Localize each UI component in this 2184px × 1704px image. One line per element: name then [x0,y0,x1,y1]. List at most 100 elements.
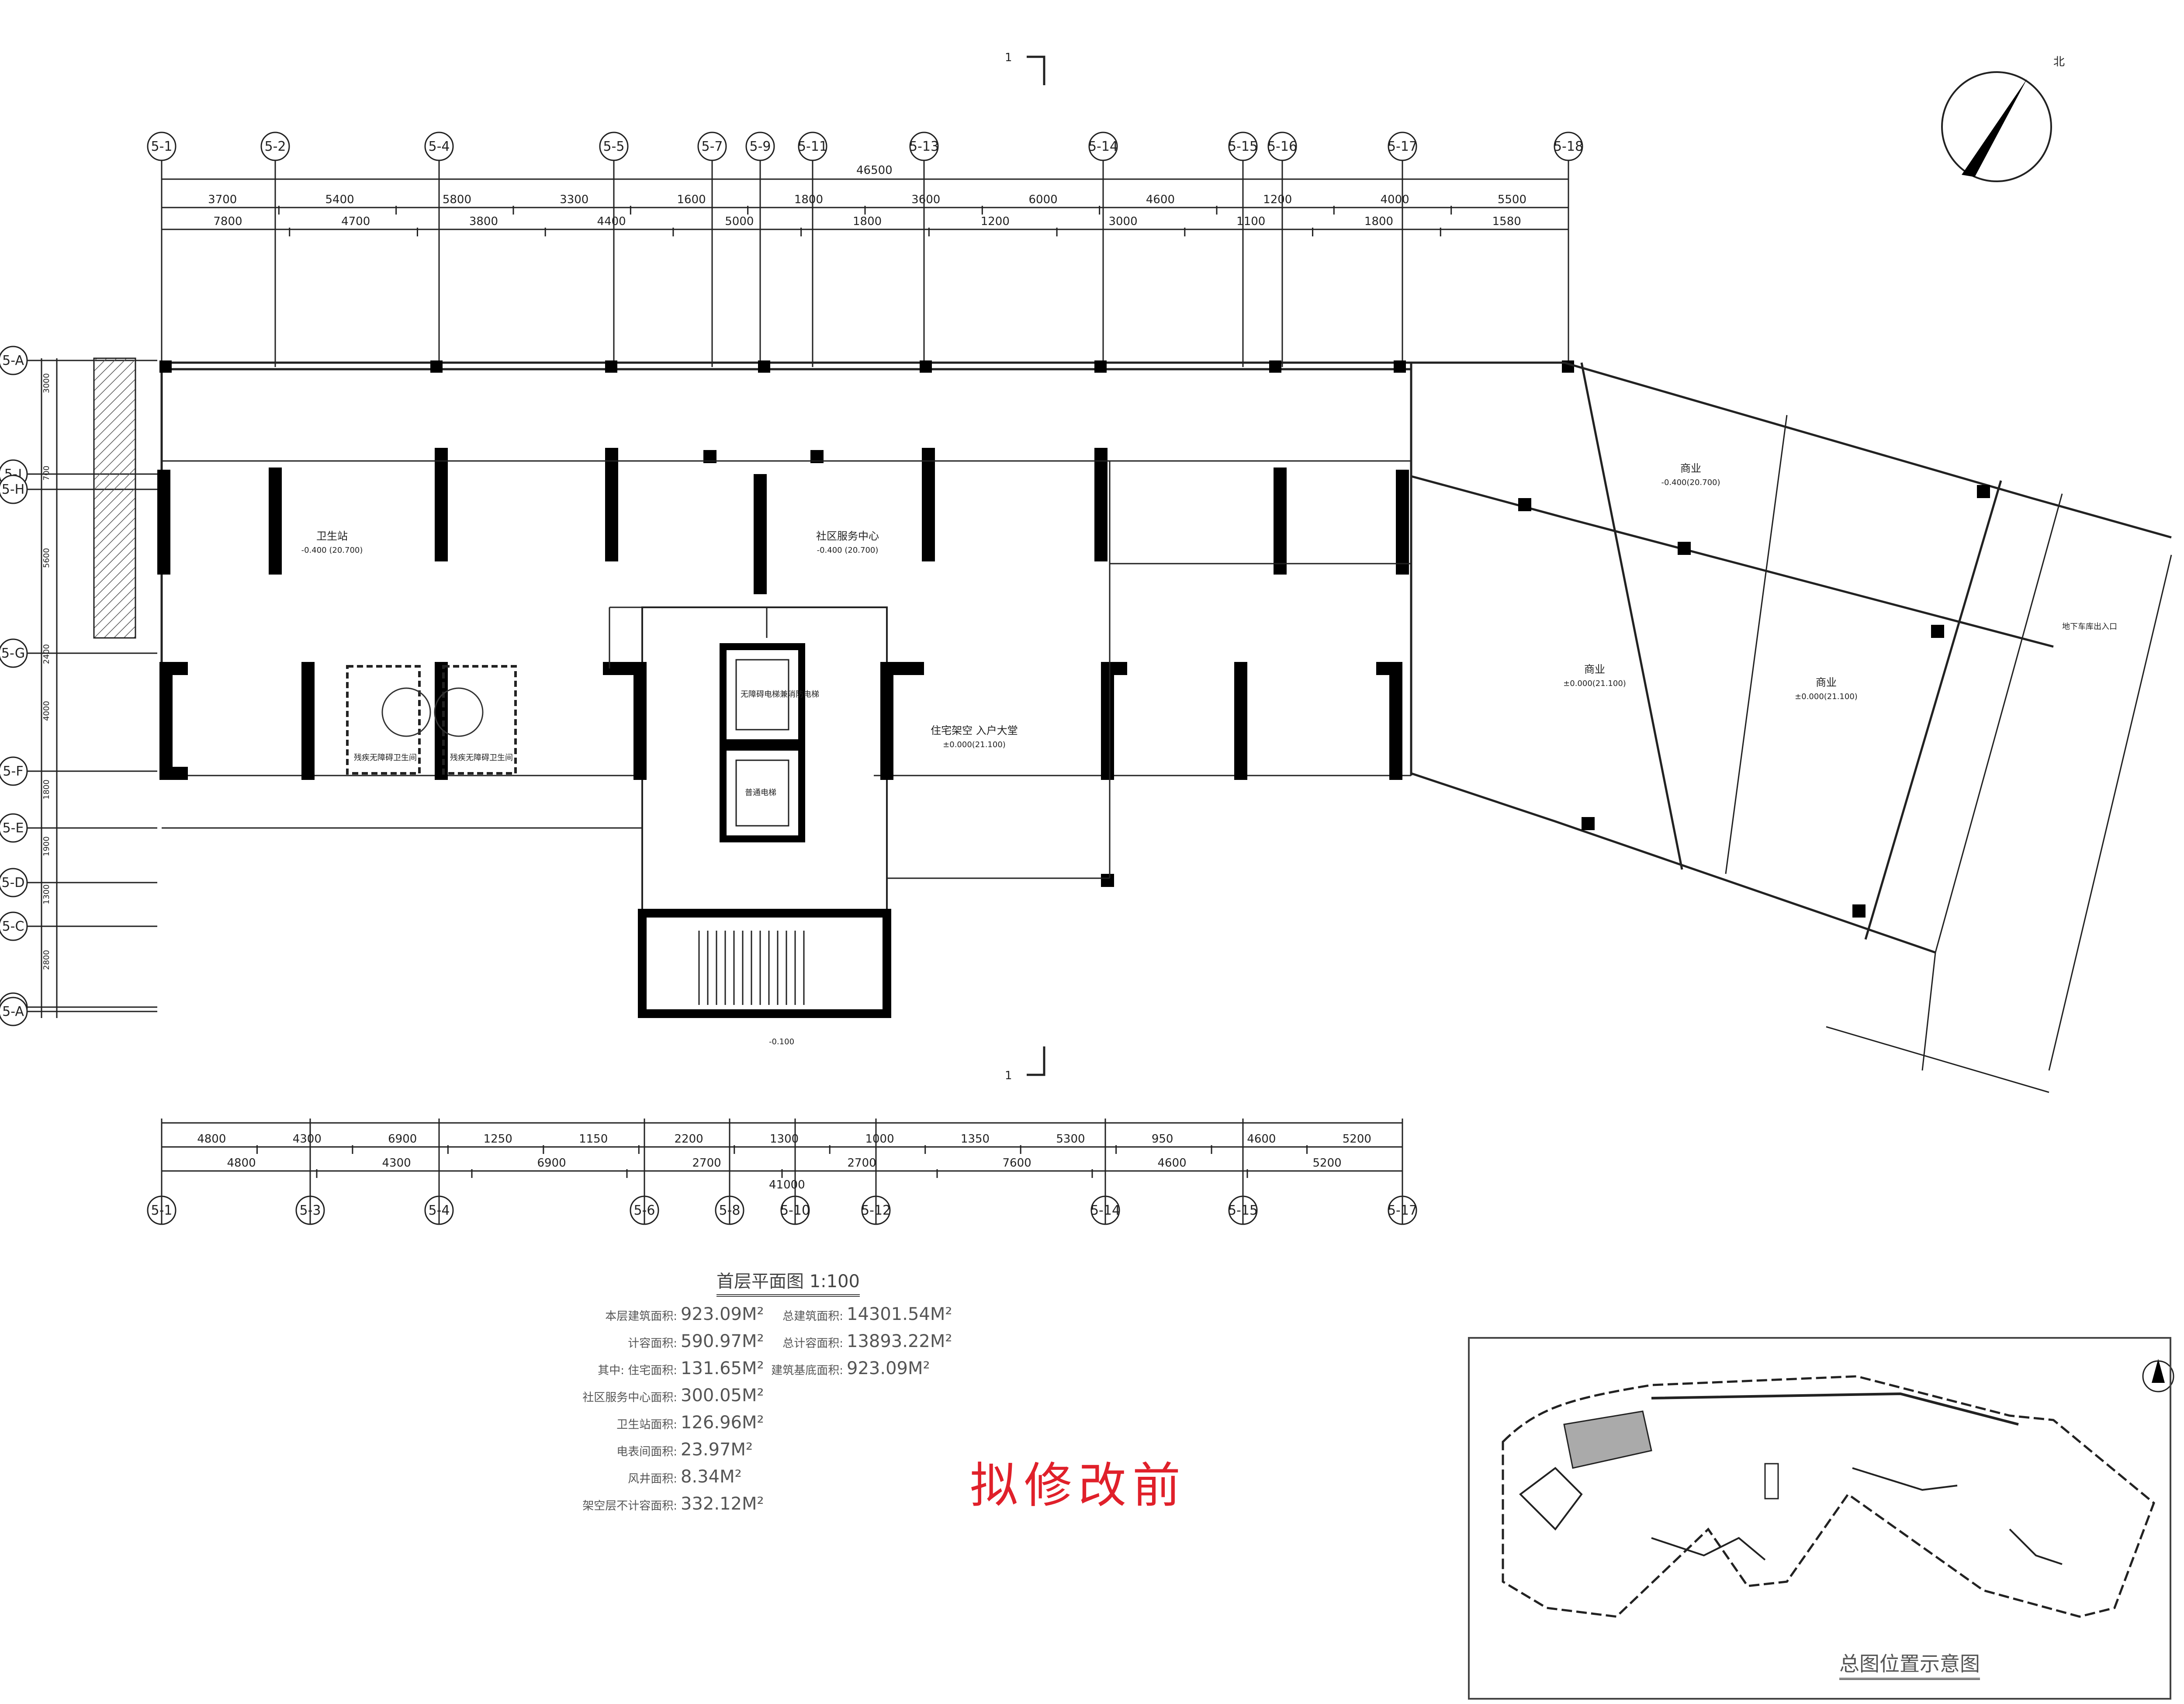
dimension-value: 1580 [1492,215,1521,228]
axis-label: 5-7 [702,139,723,154]
left-axis-bubbles: 5-A5-J5-H5-G5-F5-E5-D5-C5-B5-A [0,346,28,1026]
dimension-value: 7800 [213,215,242,228]
room-shop1: 商业 [1680,462,1701,474]
area-row: 计容面积:590.97M² [559,1331,764,1351]
room-labels: 卫生站 -0.400 (20.700) 社区服务中心 -0.400 (20.70… [301,462,2117,1046]
axis-label: 5-D [1,875,24,890]
area-label: 总建筑面积: [782,1310,843,1323]
section-mark-top: 1 [1005,51,1012,64]
area-row: 本层建筑面积:923.09M² [559,1304,764,1324]
dim-top-overall: 46500 [856,164,893,177]
wc-1 [346,665,421,775]
dimension-value: 1250 [484,1133,512,1146]
section-marks: 1 1 [1005,51,1045,1082]
dimension-value: 4600 [1158,1157,1187,1170]
dimension-value: 1300 [770,1133,799,1146]
dimension-value: 4300 [382,1157,411,1170]
area-value: 332.12M² [681,1494,764,1514]
dimension-value: 4600 [1247,1133,1276,1146]
skewed-wing [1411,361,2172,1093]
core-outline [641,606,888,1015]
area-row: 风井面积: 8.34M² [559,1467,742,1487]
room-health-level: -0.400 (20.700) [301,546,363,555]
dimension-value: 1200 [981,215,1010,228]
site-plan-sketch [1502,1359,2174,1618]
room-community-level: -0.400 (20.700) [817,546,879,555]
room-lobby: 住宅架空 入户大堂 [931,724,1018,737]
dimension-value: 3300 [560,193,588,206]
dimension-value: 3000 [42,373,51,393]
dimension-value: 4800 [197,1133,226,1146]
axis-label: 5-15 [1228,139,1258,154]
room-health: 卫生站 [316,530,348,542]
room-elevator1: 无障碍电梯兼消防电梯 [741,690,819,699]
area-row: 总计容面积: 13893.22M² [725,1331,952,1351]
axis-grid-lines [27,160,1569,1224]
area-label: 其中: 住宅面积: [598,1364,677,1377]
dimension-value: 4600 [1146,193,1175,206]
axis-label: 5-18 [1554,139,1583,154]
axis-label: 5-H [2,482,24,497]
north-arrow: 北 [1941,55,2065,182]
axis-label: 5-F [3,764,23,779]
area-label: 电表间面积: [616,1445,677,1458]
dimension-value: 1350 [961,1133,990,1146]
dimension-value: 1300 [42,884,51,904]
room-shop3: 商业 [1816,676,1837,689]
dimension-value: 4700 [341,215,370,228]
dimension-value: 1000 [865,1133,894,1146]
dimension-value: 6000 [1029,193,1058,206]
area-label: 风井面积: [628,1472,677,1486]
garage-entry-label: 地下车库出入口 [2062,622,2117,631]
axis-label: 5-2 [265,139,286,154]
area-label: 总计容面积: [782,1337,843,1350]
room-shop1-level: -0.400(20.700) [1661,478,1720,487]
dimension-value: 6900 [388,1133,417,1146]
room-lobby-level: ±0.000(21.100) [943,740,1006,749]
dimension-value: 3000 [1108,215,1137,228]
elevator-1 [720,643,805,746]
axis-label: 5-5 [603,139,625,154]
room-shop2-level: ±0.000(21.100) [1563,679,1626,688]
area-row: 其中: 住宅面积: 131.65M² [559,1358,764,1378]
axis-label: 5-14 [1088,139,1118,154]
axis-label: 5-17 [1388,139,1417,154]
dimension-value: 4300 [293,1133,322,1146]
area-value: 8.34M² [681,1467,742,1487]
area-value: 300.05M² [681,1385,764,1406]
dimension-value: 4800 [227,1157,256,1170]
dimension-value: 5800 [443,193,471,206]
revision-stamp: 拟修改前 [970,1458,1187,1514]
area-value: 590.97M² [681,1331,764,1351]
area-row: 社区服务中心面积: 300.05M² [559,1385,764,1406]
axis-label: 5-E [3,821,24,836]
dimension-value: 1800 [42,779,51,800]
dimension-value: 700 [42,466,51,481]
bottom-dimension-chains [162,1122,1402,1172]
stair-enclosure [638,909,891,1018]
area-label: 社区服务中心面积: [582,1391,677,1404]
dimension-value: 5600 [42,548,51,568]
dimension-value: 7600 [1003,1157,1031,1170]
area-value: 131.65M² [681,1358,764,1378]
room-community: 社区服务中心 [816,530,879,542]
site-plan-frame [1468,1337,2171,1700]
dimension-value: 2200 [675,1133,703,1146]
building-outline [93,357,1574,1018]
hatched-shaft [93,357,136,639]
plan-title: 首层平面图 1:100 [716,1267,860,1297]
area-value: 13893.22M² [847,1331,952,1351]
dimension-value: 4000 [1381,193,1409,206]
axis-label: 5-13 [909,139,939,154]
area-row: 架空层不计容面积:332.12M² [559,1494,764,1514]
axis-label: 5-A [2,353,24,368]
dimension-value: 950 [1152,1133,1173,1146]
room-shop2: 商业 [1584,663,1605,675]
axis-label: 5-G [1,646,25,661]
